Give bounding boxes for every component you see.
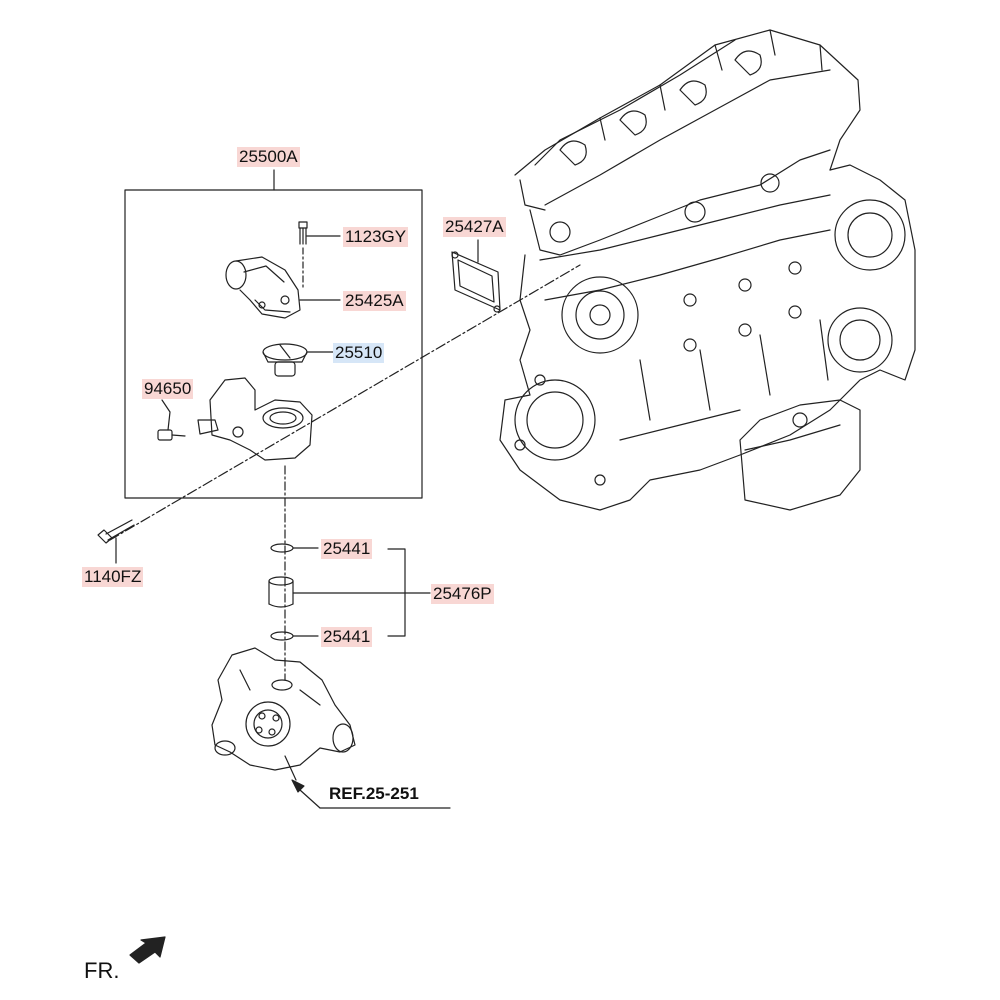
bolt-1123gy-drawing (298, 221, 341, 245)
part-label-25441-top[interactable]: 25441 (321, 539, 373, 559)
part-label-25441-bottom[interactable]: 25441 (321, 627, 373, 647)
part-label-25427a[interactable]: 25427A (443, 217, 506, 237)
part-label-1140fz[interactable]: 1140FZ (82, 567, 144, 587)
engine-block-drawing (499, 29, 916, 511)
part-label-1123gy[interactable]: 1123GY (343, 227, 409, 247)
pipe-25476p-drawing (268, 576, 431, 608)
water-pump-drawing (211, 647, 356, 781)
thermostat-drawing (262, 343, 334, 377)
assembly-group-label[interactable]: 25500A (237, 147, 300, 167)
part-label-25510[interactable]: 25510 (333, 343, 385, 363)
part-label-94650[interactable]: 94650 (142, 379, 194, 399)
o-ring-top-drawing (270, 543, 294, 553)
thermostat-housing-drawing (157, 377, 313, 461)
part-label-25476p[interactable]: 25476P (431, 584, 494, 604)
part-label-25425a[interactable]: 25425A (343, 291, 406, 311)
o-ring-bottom-drawing (270, 631, 294, 641)
front-indicator-label: FR. (84, 958, 120, 983)
bolt-1140fz-drawing (97, 519, 135, 564)
thermostat-cover-drawing (225, 256, 341, 319)
front-arrow-icon (129, 936, 166, 964)
reference-label[interactable]: REF.25-251 (329, 784, 419, 803)
gasket-25427a-drawing (451, 239, 501, 313)
